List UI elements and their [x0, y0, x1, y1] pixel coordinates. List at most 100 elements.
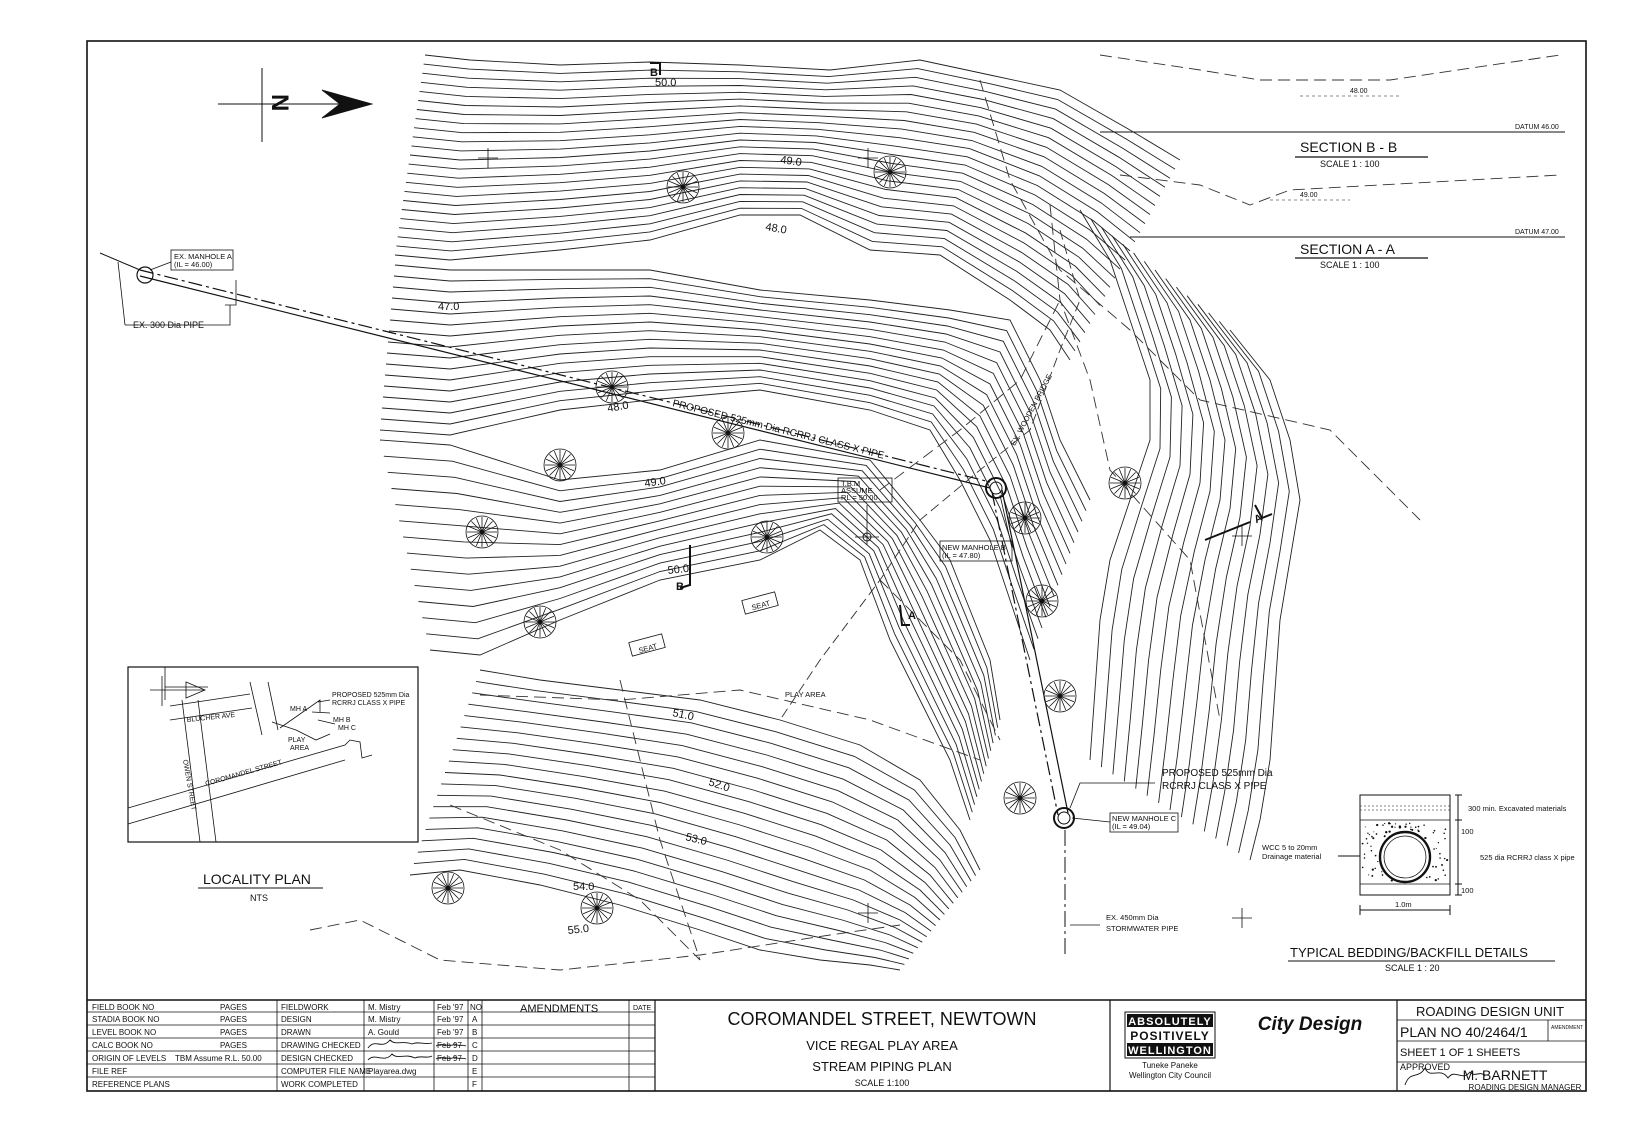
contour-line — [429, 529, 971, 821]
contour-line — [1154, 269, 1226, 811]
contour-line — [390, 304, 1075, 543]
contour-line — [394, 214, 1071, 361]
contour-line — [391, 295, 1079, 533]
project-title: COROMANDEL STREET, NEWTOWN — [727, 1009, 1036, 1029]
contour-label-50-mid: 50.0 — [667, 563, 690, 577]
contour-label-49-top: 49.0 — [780, 154, 803, 169]
gravel-dot — [1368, 874, 1370, 876]
gravel-dot — [1433, 848, 1435, 850]
tb-mid-date-2: Feb '97 — [437, 1028, 464, 1037]
gravel-dot — [1389, 823, 1391, 825]
gravel-dot — [1375, 833, 1378, 835]
proposed-pipe-diagonal-label: PROPOSED 525mm Dia RCRRJ CLASS X PIPE — [671, 398, 885, 461]
gravel-dot — [1373, 831, 1375, 833]
section-mark-a-right: A — [1252, 512, 1264, 526]
ex-450-label-2: STORMWATER PIPE — [1106, 924, 1178, 933]
tb-mid-date-4: Feb 97 — [437, 1054, 462, 1063]
gravel-dot — [1437, 878, 1440, 880]
manhole-b — [985, 477, 1007, 499]
contour-line — [1111, 235, 1183, 782]
tb-mid-no-2: B — [472, 1028, 477, 1037]
title-left-rows: FIELD BOOK NO PAGES STADIA BOOK NO PAGES… — [92, 1003, 262, 1089]
proposed-pipe-label-2: RCRRJ CLASS X PIPE — [1162, 781, 1267, 792]
tree-icon — [873, 155, 907, 189]
gravel-dot — [1387, 822, 1391, 825]
gravel-dot — [1405, 823, 1407, 825]
gravel-dot — [1374, 854, 1377, 857]
contour-line — [417, 848, 910, 960]
section-cut-marks — [650, 62, 1273, 626]
gravel-dot — [1361, 842, 1364, 845]
bedding-detail — [1338, 794, 1462, 915]
gravel-dot — [1381, 871, 1383, 873]
new-manhole-b-label: NEW MANHOLE B — [942, 543, 1006, 552]
contour-line — [416, 105, 1151, 215]
contour-line — [401, 180, 1096, 315]
locality-owen: OWEN STREET — [181, 759, 197, 811]
ex-450-label-1: EX. 450mm Dia — [1106, 913, 1159, 922]
gravel-dot — [1428, 876, 1431, 878]
contour-line — [394, 264, 1091, 501]
gravel-dot — [1368, 834, 1370, 836]
tb-mid-label-2: DRAWN — [281, 1028, 311, 1037]
north-letter: N — [266, 94, 293, 111]
locality-title: LOCALITY PLAN — [203, 871, 311, 887]
tb-left-label-0: FIELD BOOK NO — [92, 1003, 154, 1012]
contour-line — [1101, 226, 1172, 775]
contour-label-48-mid: 48.0 — [606, 399, 629, 415]
contour-line — [397, 200, 1081, 343]
wellington-logo — [1124, 1011, 1216, 1059]
tb-left-pages-1: PAGES — [220, 1015, 247, 1024]
ex-pipe-label: EX. 300 Dia PIPE — [133, 320, 204, 330]
bedding-labels: 300 min. Excavated materials 100 525 dia… — [1262, 804, 1575, 909]
gravel-dot — [1365, 837, 1368, 840]
tbm-label-3: RL = 50.00 — [841, 493, 878, 502]
section-lines — [1100, 95, 1565, 259]
contour-line — [1090, 218, 1162, 768]
contour-line — [468, 703, 968, 887]
tree-icon — [580, 891, 614, 925]
contour-line — [389, 312, 1071, 554]
contour-line — [415, 112, 1146, 224]
section-mark-a-left: A — [908, 610, 916, 622]
gravel-dot — [1390, 879, 1393, 882]
contour-line — [464, 715, 963, 893]
gravel-dot — [1381, 874, 1384, 876]
gravel-dot — [1361, 866, 1364, 869]
plan-number: PLAN NO 40/2464/1 — [1400, 1024, 1528, 1040]
gravel-dot — [1377, 860, 1379, 863]
contour-line — [437, 794, 932, 932]
contour-line — [386, 338, 1059, 586]
tb-mid-name-0: M. Mistry — [368, 1003, 400, 1012]
gravel-dot — [1398, 825, 1402, 828]
gravel-dot — [1394, 823, 1397, 825]
tb-left-label-3: CALC BOOK NO — [92, 1041, 153, 1050]
contour-line — [409, 139, 1126, 261]
tb-mid-name-2: A. Gould — [368, 1028, 399, 1037]
signatures — [367, 1039, 1486, 1086]
contour-line — [395, 476, 992, 751]
contour-line — [429, 816, 923, 943]
project-scale: SCALE 1:100 — [855, 1078, 910, 1088]
gravel-dot — [1444, 837, 1446, 840]
contour-line — [414, 508, 980, 790]
contour-label-52: 52.0 — [707, 776, 731, 794]
contour-line — [403, 173, 1101, 306]
gravel-dot — [1444, 828, 1447, 831]
gravel-dot — [1442, 869, 1445, 871]
contour-line — [412, 125, 1136, 243]
contour-line — [1208, 312, 1280, 846]
roading-unit: ROADING DESIGN UNIT — [1416, 1004, 1564, 1019]
sheet-number: SHEET 1 OF 1 SHEETS — [1400, 1047, 1520, 1059]
gravel-dot — [1382, 824, 1384, 826]
contour-line — [1176, 286, 1247, 825]
gravel-dot — [1446, 859, 1449, 862]
locality-play-1: PLAY — [288, 737, 306, 744]
tb-mid-label-6: WORK COMPLETED — [281, 1080, 358, 1089]
new-manhole-c-label: NEW MANHOLE C — [1112, 814, 1177, 823]
gravel-dot — [1390, 825, 1394, 828]
bedding-width: 1.0m — [1395, 900, 1412, 909]
section-mark-b-mid: B — [676, 581, 684, 593]
contour-line — [422, 518, 976, 805]
